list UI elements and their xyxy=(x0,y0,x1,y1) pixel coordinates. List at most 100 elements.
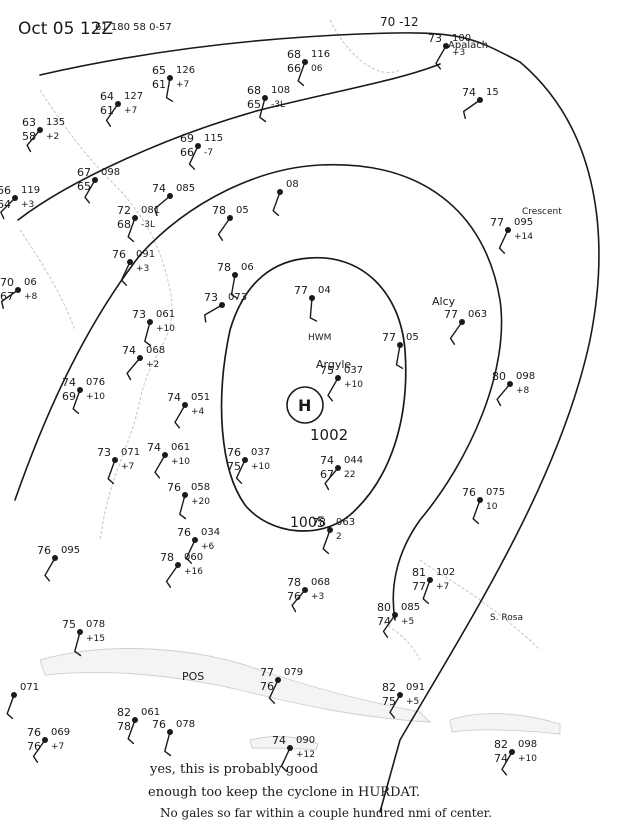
station-pressure-s36: 085 xyxy=(401,602,420,613)
wind-barb-s21 xyxy=(72,389,81,415)
station-temp-s27: 73 xyxy=(97,446,111,459)
station-temp-s44: 82 xyxy=(494,738,508,751)
station-tendency-s38: +5 xyxy=(406,697,419,707)
station-tendency-s05: +2 xyxy=(46,132,59,142)
wind-barb-s49 xyxy=(462,99,481,119)
wind-barb-s39 xyxy=(268,679,279,704)
station-temp-s47: 77 xyxy=(490,216,504,229)
station-tendency-s19: +10 xyxy=(156,324,175,334)
place-label-crescent: Crescent xyxy=(522,207,562,217)
station-pressure-s07: 098 xyxy=(101,167,120,178)
wind-barb-s05 xyxy=(26,129,41,153)
annotation-note: yes, this is probably good enough too ke… xyxy=(148,762,492,820)
station-tendency-s48: +3 xyxy=(452,48,465,58)
station-pressure-s14: 05 xyxy=(236,205,249,216)
station-dewpoint-s44: 74 xyxy=(494,752,508,765)
station-temp-s11: 76 xyxy=(112,248,126,261)
station-dewpoint-s39: 76 xyxy=(260,680,274,693)
station-dewpoint-s06: 66 xyxy=(180,146,194,159)
wind-barb-s43 xyxy=(280,747,291,772)
header-top-mid-obs: 70 -12 xyxy=(380,15,419,29)
wind-barb-s41 xyxy=(164,731,172,757)
station-temp-s25: 76 xyxy=(227,446,241,459)
station-temp-s21: 74 xyxy=(62,376,76,389)
station-tendency-s22: +4 xyxy=(191,407,205,417)
station-temp-s20: 74 xyxy=(122,344,136,357)
station-tendency-s28: +10 xyxy=(171,457,190,467)
wind-barb-s07 xyxy=(84,179,96,204)
station-temp-s08: 74 xyxy=(152,182,166,195)
station-pressure-s49: 15 xyxy=(486,87,499,98)
station-tendency-s35: +7 xyxy=(436,582,449,592)
wind-barb-s30 xyxy=(185,539,196,564)
station-temp-s31: 78 xyxy=(160,551,174,564)
wind-barb-s03 xyxy=(105,103,119,127)
station-dewpoint-s02: 65 xyxy=(247,98,261,111)
station-temp-s29: 76 xyxy=(167,481,181,494)
station-dewpoint-s36: 74 xyxy=(377,615,391,628)
station-tendency-s09: -3L xyxy=(141,220,155,230)
station-temp-s30: 76 xyxy=(177,526,191,539)
station-pressure-s33: 095 xyxy=(61,545,80,556)
wind-barb-s11 xyxy=(120,261,131,286)
wind-barb-s46 xyxy=(496,383,511,407)
wind-barb-s48 xyxy=(435,45,447,70)
station-pressure-s22: 051 xyxy=(191,392,210,403)
station-dewpoint-s05: 58 xyxy=(22,130,36,143)
station-pressure-s35: 102 xyxy=(436,567,455,578)
station-dewpoint-s04: 61 xyxy=(152,78,166,91)
wind-barb-s02 xyxy=(259,97,267,123)
wind-barb-s36 xyxy=(382,614,396,638)
coastline-layer xyxy=(19,19,561,751)
station-dewpoint-s03: 61 xyxy=(100,104,114,117)
wind-barb-s33 xyxy=(44,557,56,582)
station-temp-s15: 73 xyxy=(204,291,218,304)
station-temp-s42: 76 xyxy=(27,726,41,739)
station-pressure-s02: 108 xyxy=(271,85,290,96)
station-pressure-s34: 068 xyxy=(311,577,330,588)
station-pressure-s47: 095 xyxy=(514,217,533,228)
station-tendency-s27: +7 xyxy=(121,462,134,472)
station-temp-s09: 72 xyxy=(117,204,131,217)
station-plot-s45: 071 xyxy=(6,682,39,720)
station-temp-s14: 78 xyxy=(212,204,226,217)
station-temp-s04: 65 xyxy=(152,64,166,77)
station-pressure-s31: 060 xyxy=(184,552,203,563)
station-pressure-s28: 061 xyxy=(171,442,190,453)
station-temp-s41: 76 xyxy=(152,718,166,731)
station-dewpoint-s10: 64 xyxy=(0,198,11,211)
isobar-middle xyxy=(17,63,441,221)
station-temp-s24: 77 xyxy=(444,308,458,321)
station-tendency-s26: 22 xyxy=(344,470,355,480)
station-temp-s40: 82 xyxy=(117,706,131,719)
wind-barb-s35 xyxy=(422,579,431,605)
station-pressure-s38: 091 xyxy=(406,682,425,693)
station-pressure-s26: 044 xyxy=(344,455,363,466)
isobar-inner-1005 xyxy=(220,256,407,532)
station-tendency-s43: +12 xyxy=(296,750,315,760)
station-pressure-s44: 098 xyxy=(518,739,537,750)
wind-barb-s26 xyxy=(324,467,339,491)
station-tendency-s11: +3 xyxy=(136,264,149,274)
station-pressure-s32: 063 xyxy=(336,517,355,528)
station-tendency-s29: +20 xyxy=(191,497,210,507)
hispaniola-landmass xyxy=(449,713,561,735)
station-dewpoint-s38: 75 xyxy=(382,695,396,708)
center-symbol: H xyxy=(298,396,311,415)
station-temp-s50: 76 xyxy=(462,486,476,499)
wind-barb-s06 xyxy=(188,145,199,170)
